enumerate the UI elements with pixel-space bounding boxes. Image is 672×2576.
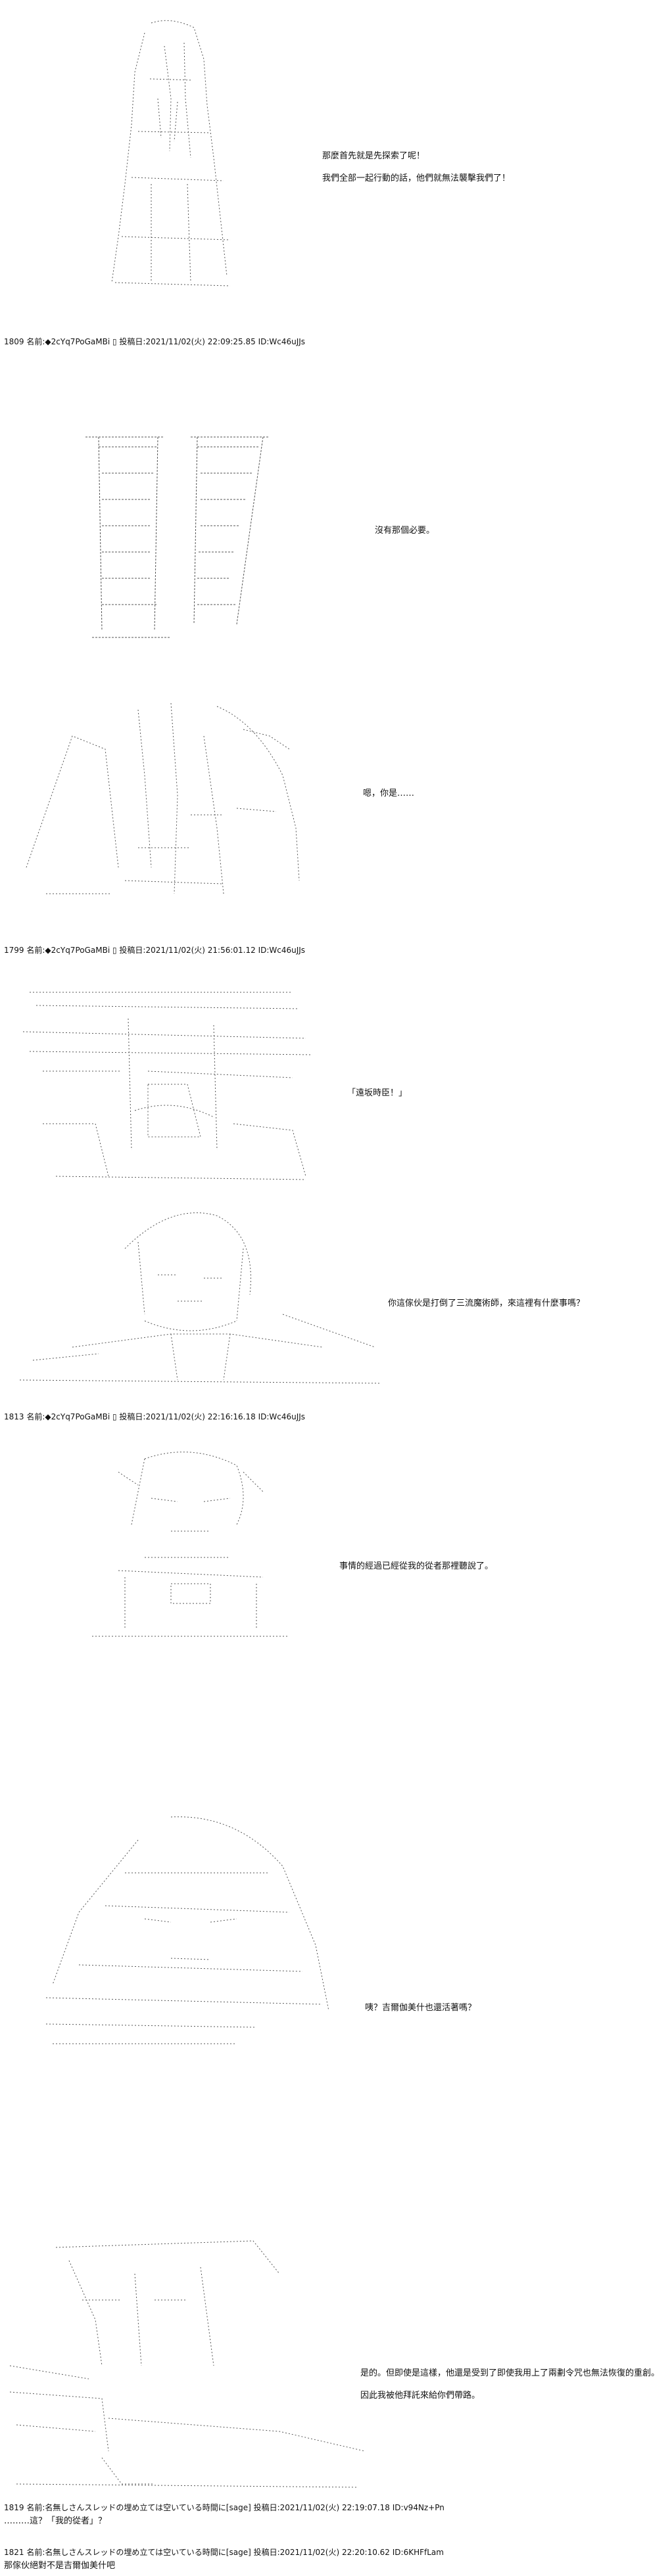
dialogue-line: 事情的經過已經從我的從者那裡聽說了。 — [339, 1561, 494, 1571]
dialogue-line: 嗯，你是…… — [363, 789, 415, 798]
post-header: 1813 名前:◆2cYq7PoGaMBi ▯ 投稿日:2021/11/02(火… — [4, 1412, 306, 1421]
reply-text: 那傢伙絕對不是吉爾伽美什吧 — [4, 2561, 116, 2571]
ascii-art-boy — [79, 1446, 296, 1643]
post-header: 1819 名前:名無しさんスレッドの埋め立ては空いている時間に[sage] 投稿… — [4, 2503, 444, 2512]
dialogue-line: 「遠坂時臣！」 — [347, 1088, 408, 1098]
dialogue-line: 因此我被他拜託來給你們帶路。 — [360, 2391, 481, 2401]
dialogue-line: 我們全部一起行動的話，他們就無法襲擊我們了！ — [322, 173, 511, 183]
post-header: 1799 名前:◆2cYq7PoGaMBi ▯ 投稿日:2021/11/02(火… — [4, 946, 306, 955]
post-header: 1821 名前:名無しさんスレッドの埋め立ては空いている時間に[sage] 投稿… — [4, 2548, 444, 2557]
ascii-art-man — [7, 1196, 388, 1393]
dialogue-line: 沒有那個必要。 — [375, 526, 435, 536]
ascii-art-crowd — [16, 979, 319, 1196]
dialogue-line: 是的。但即使是這樣，他還是受到了即使我用上了兩劃令咒也無法恢復的重創。 — [360, 2368, 660, 2378]
ascii-art-woman — [39, 1814, 335, 2050]
reply-text: ………這？「我的從者」？ — [4, 2516, 107, 2526]
dialogue-line: 你這傢伙是打倒了三流魔術師，來這裡有什麼事嗎？ — [388, 1299, 585, 1308]
ascii-art-legs — [72, 434, 283, 670]
ascii-art-two-figures — [7, 697, 316, 920]
dialogue-line: 那麼首先就是先探索了呢！ — [322, 151, 425, 161]
post-header: 1809 名前:◆2cYq7PoGaMBi ▯ 投稿日:2021/11/02(火… — [4, 337, 306, 346]
ascii-art-man-2 — [3, 2234, 372, 2497]
ascii-art-figure-1 — [72, 20, 270, 315]
dialogue-line: 咦？吉爾伽美什也還活著嗎？ — [365, 2003, 477, 2013]
